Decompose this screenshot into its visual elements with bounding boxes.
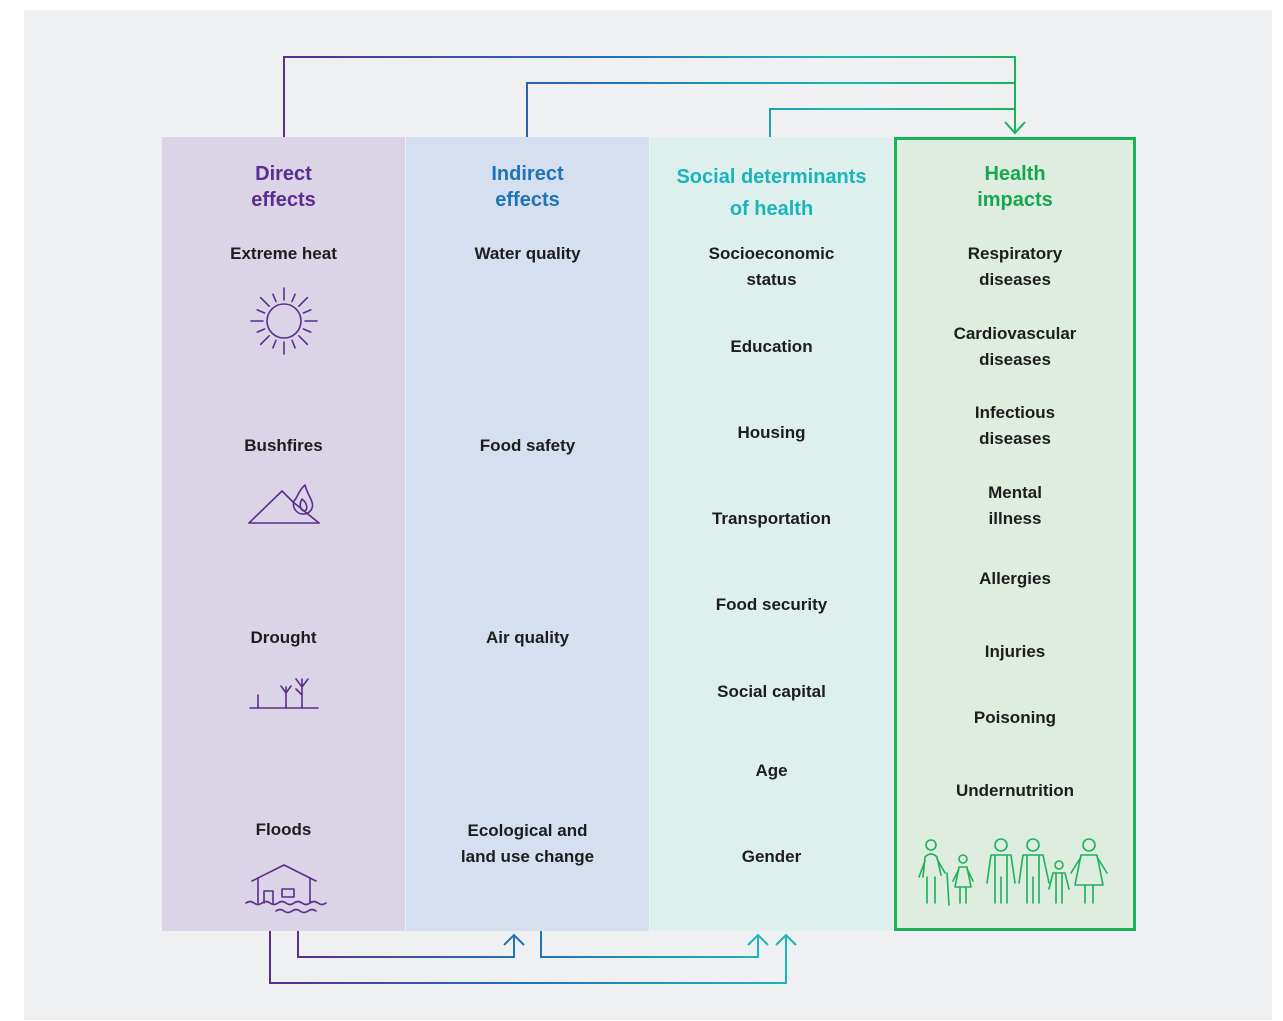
- item-food-security: Food security: [715, 595, 828, 614]
- item-social-capital: Social capital: [717, 682, 826, 701]
- item-food-safety: Food safety: [479, 436, 576, 455]
- item-poisoning: Poisoning: [973, 708, 1057, 727]
- title-line: Direct: [255, 163, 312, 185]
- item-air-quality: Air quality: [485, 628, 570, 647]
- item-line: Ecological and: [467, 821, 588, 840]
- sun-ray: [291, 339, 296, 349]
- item-line: Mental: [988, 483, 1042, 502]
- item-water-quality: Water quality: [474, 244, 581, 263]
- item-line: diseases: [979, 429, 1051, 448]
- arrowhead-health: [1004, 121, 1026, 135]
- column-title: Indirect effects: [406, 161, 649, 213]
- sun-ray: [272, 293, 277, 303]
- connector-social-to-health: [769, 108, 1015, 137]
- item-floods: Floods: [255, 820, 312, 839]
- sun-ray: [302, 309, 312, 314]
- arrowhead-indirect: [503, 933, 525, 946]
- sun-ray: [259, 296, 270, 307]
- arrowhead-social-2: [775, 933, 797, 946]
- column-health-impacts: Health impacts Respiratory diseases Card…: [894, 137, 1136, 931]
- title-line: effects: [495, 189, 560, 211]
- item-line: land use change: [460, 847, 595, 866]
- title-line: Indirect: [491, 163, 564, 185]
- item-drought: Drought: [250, 628, 317, 647]
- sun-ray: [291, 293, 296, 303]
- column-title: Direct effects: [162, 161, 405, 213]
- title-line: impacts: [977, 189, 1053, 211]
- sun-ray: [272, 339, 277, 349]
- item-socioeconomic-status: Socioeconomic status: [650, 241, 893, 293]
- drought-icon: [248, 673, 320, 713]
- item-line: Respiratory: [967, 244, 1063, 263]
- column-indirect-effects: Indirect effects Water quality Food safe…: [406, 137, 649, 931]
- item-transportation: Transportation: [711, 509, 831, 528]
- item-bushfires: Bushfires: [244, 436, 323, 455]
- connector-indirect-to-health: [526, 82, 1015, 137]
- item-injuries: Injuries: [984, 642, 1046, 661]
- sun-ray: [298, 296, 309, 307]
- title-line: of health: [729, 198, 814, 220]
- item-line: diseases: [979, 270, 1051, 289]
- item-line: illness: [988, 509, 1042, 528]
- arrowhead-social-1: [747, 933, 769, 946]
- item-line: status: [746, 270, 797, 289]
- sun-ray: [298, 335, 309, 346]
- item-allergies: Allergies: [979, 569, 1051, 588]
- connector-indirect-to-social: [540, 931, 759, 958]
- connector-direct-to-indirect: [297, 931, 515, 958]
- column-title: Health impacts: [897, 161, 1133, 213]
- sun-ray: [256, 309, 266, 314]
- item-infectious-diseases: Infectious diseases: [894, 400, 1136, 452]
- sun-ray: [256, 328, 266, 333]
- item-education: Education: [730, 337, 813, 356]
- sun-icon: [250, 287, 318, 355]
- bushfire-icon: [246, 477, 326, 527]
- item-extreme-heat: Extreme heat: [230, 244, 337, 263]
- item-housing: Housing: [737, 423, 806, 442]
- item-line: diseases: [979, 350, 1051, 369]
- connector-direct-to-social: [269, 931, 787, 984]
- item-gender: Gender: [741, 847, 802, 866]
- item-line: Cardiovascular: [953, 324, 1077, 343]
- title-line: effects: [251, 189, 316, 211]
- item-undernutrition: Undernutrition: [955, 781, 1075, 800]
- column-direct-effects: Direct effects Extreme heat Bushfires Dr…: [162, 137, 405, 931]
- column-social-determinants: Social determinants of health Socioecono…: [650, 137, 893, 931]
- item-ecological-land-use-change: Ecological and land use change: [406, 818, 649, 870]
- item-age: Age: [755, 761, 788, 780]
- column-title: Social determinants of health: [650, 161, 893, 225]
- family-people-icon: [915, 837, 1115, 909]
- item-cardiovascular-diseases: Cardiovascular diseases: [894, 321, 1136, 373]
- flood-house-icon: [244, 861, 327, 917]
- item-line: Socioeconomic: [708, 244, 835, 263]
- sun-ray: [259, 335, 270, 346]
- title-line: Social determinants: [676, 166, 867, 188]
- item-respiratory-diseases: Respiratory diseases: [894, 241, 1136, 293]
- connector-direct-to-health: [283, 56, 1016, 137]
- item-mental-illness: Mental illness: [894, 480, 1136, 532]
- item-line: Infectious: [974, 403, 1056, 422]
- title-line: Health: [984, 163, 1046, 185]
- sun-ray: [302, 328, 312, 333]
